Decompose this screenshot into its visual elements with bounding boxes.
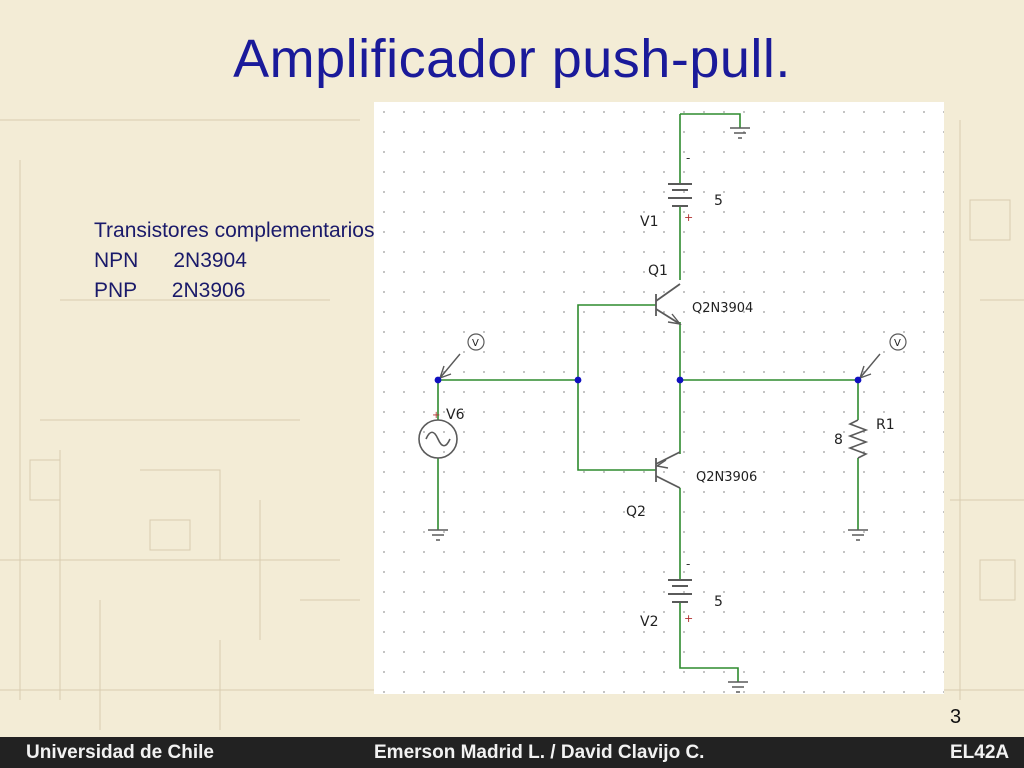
r1-name-label: R1 xyxy=(876,417,895,433)
battery-v1-icon xyxy=(668,183,692,207)
v1-plus-label: + xyxy=(684,211,693,224)
v2-name-label: V2 xyxy=(640,614,658,630)
ground-icon xyxy=(730,127,750,139)
wire-v2-ground xyxy=(679,602,739,682)
v2-minus-label: - xyxy=(686,557,690,571)
junction-dot xyxy=(574,376,582,384)
ground-icon xyxy=(848,529,868,541)
footer-institution: Universidad de Chile xyxy=(26,742,214,763)
voltage-probe-output-icon: V xyxy=(859,333,907,379)
v6-plus-label: + xyxy=(432,410,440,421)
v2-value-label: 5 xyxy=(714,594,723,610)
footer-course: EL42A xyxy=(950,742,1010,763)
junction-dot xyxy=(854,376,862,384)
voltage-probe-input-icon: V xyxy=(439,333,485,379)
q1-model-label: Q2N3904 xyxy=(692,301,753,316)
transistor-q2-icon xyxy=(655,451,681,489)
r1-value-label: 8 xyxy=(834,432,843,448)
footer-bar: Universidad de Chile Emerson Madrid L. /… xyxy=(0,737,1024,768)
footer-authors: Emerson Madrid L. / David Clavijo C. xyxy=(374,742,705,763)
q1-name-label: Q1 xyxy=(648,263,668,279)
note-line-pnp: PNP 2N3906 xyxy=(94,279,246,302)
ground-icon xyxy=(728,681,748,693)
note-line-npn: NPN 2N3904 xyxy=(94,249,247,272)
ac-source-v6-icon xyxy=(418,419,458,459)
v1-name-label: V1 xyxy=(640,214,658,230)
probe-input-label: V xyxy=(472,338,479,349)
slide-title: Amplificador push-pull. xyxy=(233,29,791,89)
note-line-complementary: Transistores complementarios xyxy=(94,219,375,242)
q2-name-label: Q2 xyxy=(626,504,646,520)
grid-dots xyxy=(374,102,944,694)
transistor-notes: Transistores complementarios NPN 2N3904 … xyxy=(94,216,375,306)
battery-v2-icon xyxy=(668,579,692,603)
page-number: 3 xyxy=(950,706,962,728)
wire-v1-top xyxy=(680,113,741,128)
junction-dot xyxy=(676,376,684,384)
q2-model-label: Q2N3906 xyxy=(696,470,757,485)
wire-q1-base-left xyxy=(577,304,656,471)
v1-value-label: 5 xyxy=(714,193,723,209)
v1-minus-label: - xyxy=(686,151,690,165)
schematic-canvas: - 5 + V1 Q1 Q2N3904 Q2 Q2N3906 - 5 + V2 … xyxy=(374,102,944,694)
junction-dot xyxy=(434,376,442,384)
resistor-r1-icon xyxy=(847,419,869,459)
v6-name-label: V6 xyxy=(446,407,465,423)
transistor-q1-icon xyxy=(655,283,682,325)
v2-plus-label: + xyxy=(684,612,693,625)
probe-output-label: V xyxy=(894,338,901,349)
ground-icon xyxy=(428,529,448,541)
